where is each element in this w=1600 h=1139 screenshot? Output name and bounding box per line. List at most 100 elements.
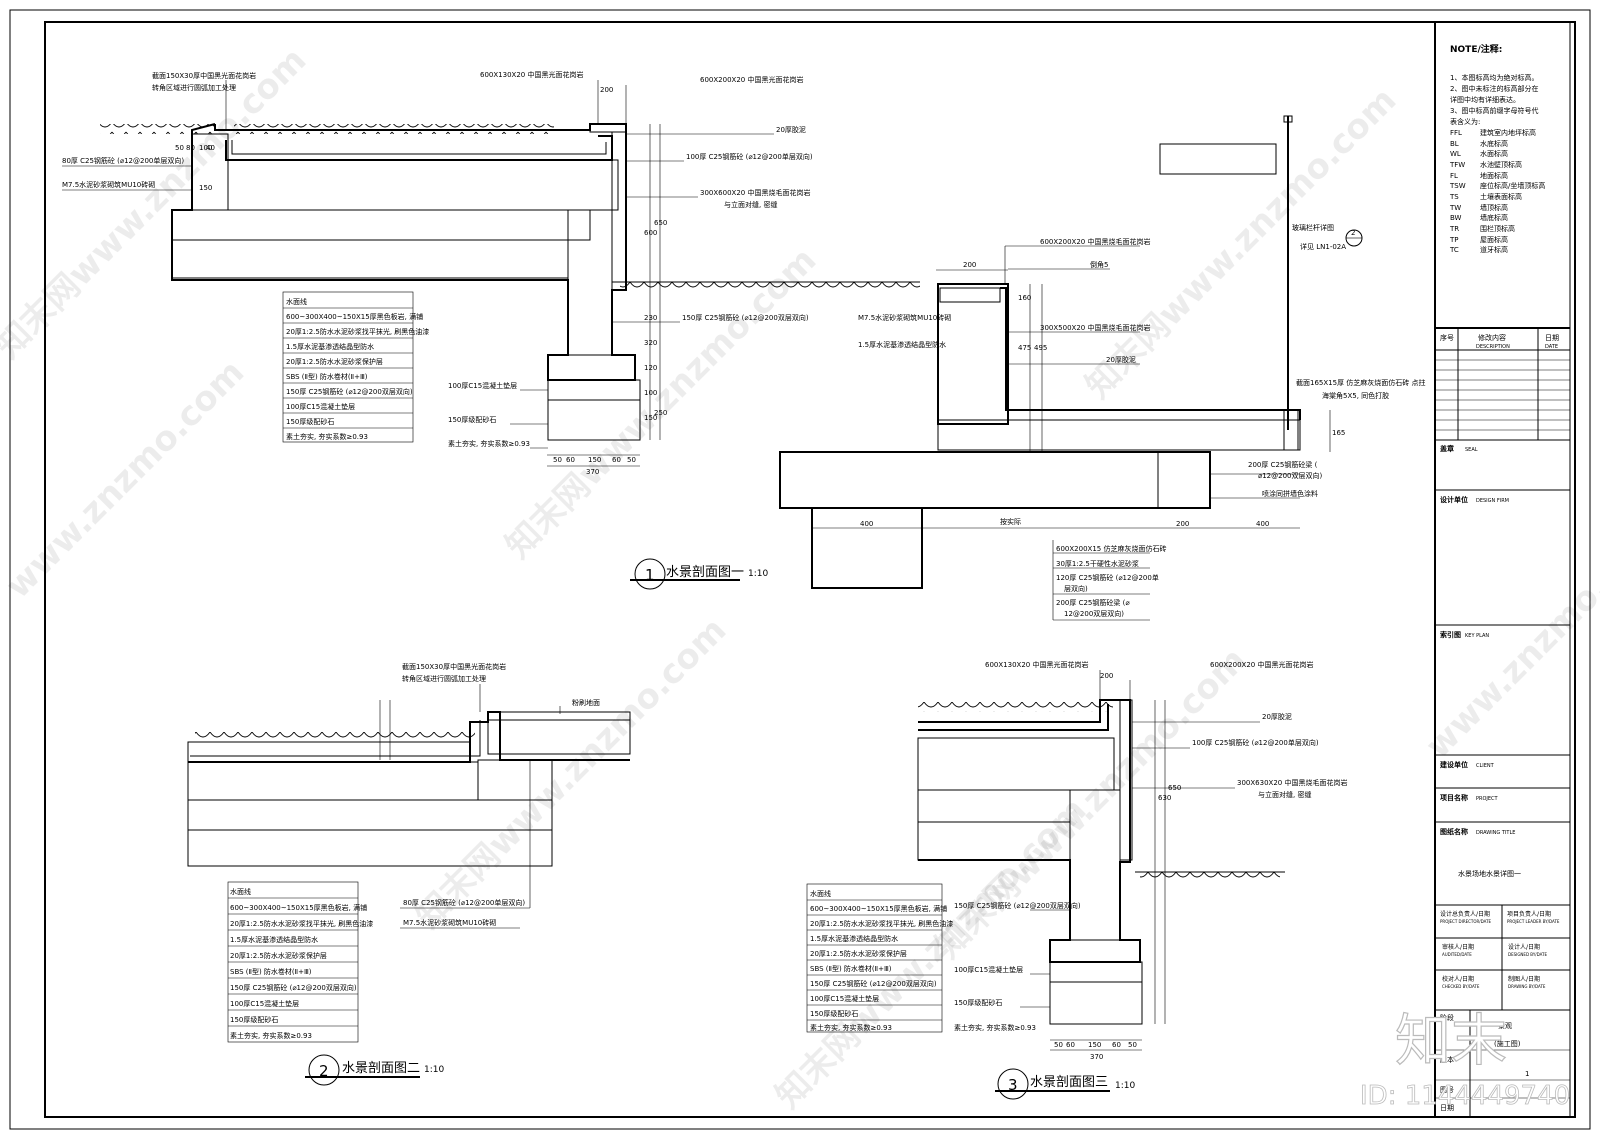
svg-text:600X200X20 中国黑光面花岗岩: 600X200X20 中国黑光面花岗岩 xyxy=(1210,660,1313,669)
svg-text:版本: 版本 xyxy=(1440,1055,1454,1064)
svg-text:www.znzmo.com: www.znzmo.com xyxy=(0,352,252,606)
svg-text:100: 100 xyxy=(644,389,657,397)
svg-text:20厚1:2.5防水水泥砂浆保护层: 20厚1:2.5防水水泥砂浆保护层 xyxy=(230,951,327,960)
svg-text:600~300X400~150X15厚黑色板岩, 满铺: 600~300X400~150X15厚黑色板岩, 满铺 xyxy=(810,904,947,913)
svg-text:120厚 C25钢筋砼 (⌀12@200单: 120厚 C25钢筋砼 (⌀12@200单 xyxy=(1056,573,1159,582)
svg-text:370: 370 xyxy=(1090,1053,1103,1061)
svg-text:100厚C15混凝土垫层: 100厚C15混凝土垫层 xyxy=(448,381,517,390)
svg-text:475: 475 xyxy=(1018,344,1031,352)
svg-text:围栏顶标高: 围栏顶标高 xyxy=(1480,224,1515,233)
svg-text:TW: TW xyxy=(1449,204,1461,212)
svg-text:60: 60 xyxy=(1112,1041,1121,1049)
svg-text:495: 495 xyxy=(1034,344,1047,352)
svg-text:600: 600 xyxy=(644,229,657,237)
svg-text:100厚C15混凝土垫层: 100厚C15混凝土垫层 xyxy=(286,402,355,411)
svg-text:校对人/日期: 校对人/日期 xyxy=(1442,975,1474,983)
svg-text:水面线: 水面线 xyxy=(810,889,831,898)
svg-text:按实际: 按实际 xyxy=(1000,517,1021,526)
svg-text:50: 50 xyxy=(175,144,184,152)
svg-text:水景剖面图二: 水景剖面图二 xyxy=(342,1061,420,1076)
svg-text:www.znzmo.com: www.znzmo.com xyxy=(1418,512,1600,766)
svg-text:60: 60 xyxy=(1066,1041,1075,1049)
svg-text:DESIGN FIRM: DESIGN FIRM xyxy=(1476,498,1509,504)
svg-text:表含义为:: 表含义为: xyxy=(1450,117,1480,126)
svg-text:150: 150 xyxy=(644,414,657,422)
svg-text:倒角5: 倒角5 xyxy=(1090,260,1108,269)
svg-text:详见 LN1-02A: 详见 LN1-02A xyxy=(1300,242,1346,251)
svg-text:150厚级配砂石: 150厚级配砂石 xyxy=(954,998,1002,1007)
svg-text:PROJECT: PROJECT xyxy=(1476,796,1499,802)
svg-text:阶段: 阶段 xyxy=(1440,1013,1454,1022)
notes-block: NOTE/注释: 1、本图标高均为绝对标高。 2、图中未标注的标高部分在 详图中… xyxy=(1450,43,1538,126)
svg-text:DATE: DATE xyxy=(1545,344,1558,350)
svg-text:600X200X15 仿芝麻灰烧面仿石砖: 600X200X15 仿芝麻灰烧面仿石砖 xyxy=(1056,544,1166,553)
svg-text:(施工图): (施工图) xyxy=(1494,1039,1521,1048)
svg-text:20厚1:2.5防水水泥砂浆找平抹光, 刷黑色油漆: 20厚1:2.5防水水泥砂浆找平抹光, 刷黑色油漆 xyxy=(286,327,429,336)
svg-text:建筑室内地坪标高: 建筑室内地坪标高 xyxy=(1480,128,1536,137)
svg-text:300X630X20 中国黑烧毛面花岗岩: 300X630X20 中国黑烧毛面花岗岩 xyxy=(1237,778,1347,787)
svg-text:50: 50 xyxy=(553,456,562,464)
titleblock-fields: 盖章 SEAL 设计单位 DESIGN FIRM 索引图 KEY PLAN 建设… xyxy=(1435,444,1570,1117)
detail-middle-drawing xyxy=(779,115,1331,589)
svg-text:截面150X30厚中国黑光面花岗岩: 截面150X30厚中国黑光面花岗岩 xyxy=(152,71,256,80)
svg-text:150: 150 xyxy=(588,456,601,464)
svg-text:粉刷地面: 粉刷地面 xyxy=(572,698,600,707)
svg-text:150: 150 xyxy=(1088,1041,1101,1049)
svg-text:20厚1:2.5防水水泥砂浆保护层: 20厚1:2.5防水水泥砂浆保护层 xyxy=(286,357,383,366)
svg-text:截面165X15厚 仿芝麻灰烧面仿石砖 点拄: 截面165X15厚 仿芝麻灰烧面仿石砖 点拄 xyxy=(1296,378,1426,387)
svg-text:素土夯实, 夯实系数≥0.93: 素土夯实, 夯实系数≥0.93 xyxy=(286,432,368,441)
svg-text:150厚 C25钢筋砼 (⌀12@200双层双向): 150厚 C25钢筋砼 (⌀12@200双层双向) xyxy=(286,387,413,396)
svg-text:图号: 图号 xyxy=(1440,1086,1454,1094)
svg-text:250: 250 xyxy=(654,409,667,417)
svg-text:PROJECT DIRECTOR/DATE: PROJECT DIRECTOR/DATE xyxy=(1440,919,1492,924)
svg-text:索引图: 索引图 xyxy=(1440,630,1461,639)
svg-text:120: 120 xyxy=(644,364,657,372)
svg-text:墙顶标高: 墙顶标高 xyxy=(1480,203,1508,212)
svg-text:水底标高: 水底标高 xyxy=(1480,139,1508,148)
svg-text:DESIGNED BY/DATE: DESIGNED BY/DATE xyxy=(1508,952,1547,957)
svg-text:序号: 序号 xyxy=(1440,333,1454,342)
svg-text:100厚 C25钢筋砼 (⌀12@200单层双向): 100厚 C25钢筋砼 (⌀12@200单层双向) xyxy=(686,152,813,161)
svg-text:1.5厚水泥基渗透结晶型防水: 1.5厚水泥基渗透结晶型防水 xyxy=(230,935,318,944)
id-stamp: ID: 1144449740 xyxy=(1360,1081,1570,1111)
svg-text:SBS (Ⅱ型) 防水卷材(Ⅱ+Ⅲ): SBS (Ⅱ型) 防水卷材(Ⅱ+Ⅲ) xyxy=(230,967,312,976)
svg-text:修改内容: 修改内容 xyxy=(1478,333,1506,342)
svg-text:与立面对缝, 密缝: 与立面对缝, 密缝 xyxy=(724,200,777,209)
svg-text:截面150X30厚中国黑光面花岗岩: 截面150X30厚中国黑光面花岗岩 xyxy=(402,662,506,671)
svg-text:200厚 C25钢筋砼梁 (: 200厚 C25钢筋砼梁 ( xyxy=(1248,460,1318,469)
svg-text:素土夯实, 夯实系数≥0.93: 素土夯实, 夯实系数≥0.93 xyxy=(954,1023,1036,1032)
svg-text:630: 630 xyxy=(1158,794,1171,802)
section-3-title: 3 水景剖面图三 1:10 xyxy=(995,1068,1135,1100)
svg-text:30厚1:2.5干硬性水泥砂浆: 30厚1:2.5干硬性水泥砂浆 xyxy=(1056,559,1139,568)
svg-text:2: 2 xyxy=(1351,229,1355,237)
svg-text:1:10: 1:10 xyxy=(748,569,768,579)
svg-text:1、本图标高均为绝对标高。: 1、本图标高均为绝对标高。 xyxy=(1450,73,1538,82)
section-1-dims: 50 60 150 60 50 370 600 650 230 320 120 … xyxy=(175,144,667,476)
section-2-labels: 截面150X30厚中国黑光面花岗岩 转角区域进行圆弧加工处理 粉刷地面 80厚 … xyxy=(400,662,600,929)
section-3-drawing xyxy=(917,699,1285,1051)
svg-text:150厚级配砂石: 150厚级配砂石 xyxy=(286,417,334,426)
svg-text:370: 370 xyxy=(586,468,599,476)
svg-text:⌀12@200双层双向): ⌀12@200双层双向) xyxy=(1258,471,1322,480)
svg-text:600~300X400~150X15厚黑色板岩, 满铺: 600~300X400~150X15厚黑色板岩, 满铺 xyxy=(230,903,367,912)
section-1-labels: 截面150X30厚中国黑光面花岗岩 转角区域进行圆弧加工处理 600X130X2… xyxy=(62,70,813,449)
svg-text:600X130X20 中国黑光面花岗岩: 600X130X20 中国黑光面花岗岩 xyxy=(985,660,1088,669)
section-2-drawing xyxy=(187,700,631,867)
svg-text:300X600X20 中国黑烧毛面花岗岩: 300X600X20 中国黑烧毛面花岗岩 xyxy=(700,188,810,197)
revision-table: 序号 修改内容 DESCRIPTION 日期 DATE xyxy=(1435,327,1570,441)
svg-text:BL: BL xyxy=(1450,140,1459,148)
svg-text:玻璃栏杆详图: 玻璃栏杆详图 xyxy=(1292,223,1334,232)
svg-text:150厚级配砂石: 150厚级配砂石 xyxy=(230,1015,278,1024)
svg-text:160: 160 xyxy=(1018,294,1031,302)
svg-text:AUDITED/DATE: AUDITED/DATE xyxy=(1442,952,1472,957)
svg-text:200: 200 xyxy=(963,261,976,269)
svg-text:设计总负责人/日期: 设计总负责人/日期 xyxy=(1440,910,1490,918)
section-2-layer-table: 水面线 600~300X400~150X15厚黑色板岩, 满铺 20厚1:2.5… xyxy=(227,881,373,1043)
svg-text:CLIENT: CLIENT xyxy=(1476,763,1495,769)
svg-text:WL: WL xyxy=(1450,150,1461,158)
svg-text:400: 400 xyxy=(1256,520,1269,528)
svg-text:TR: TR xyxy=(1449,225,1459,233)
svg-text:水面标高: 水面标高 xyxy=(1480,149,1508,158)
svg-text:海棠角5X5, 同色打胶: 海棠角5X5, 同色打胶 xyxy=(1322,391,1389,400)
svg-text:TC: TC xyxy=(1449,246,1459,254)
